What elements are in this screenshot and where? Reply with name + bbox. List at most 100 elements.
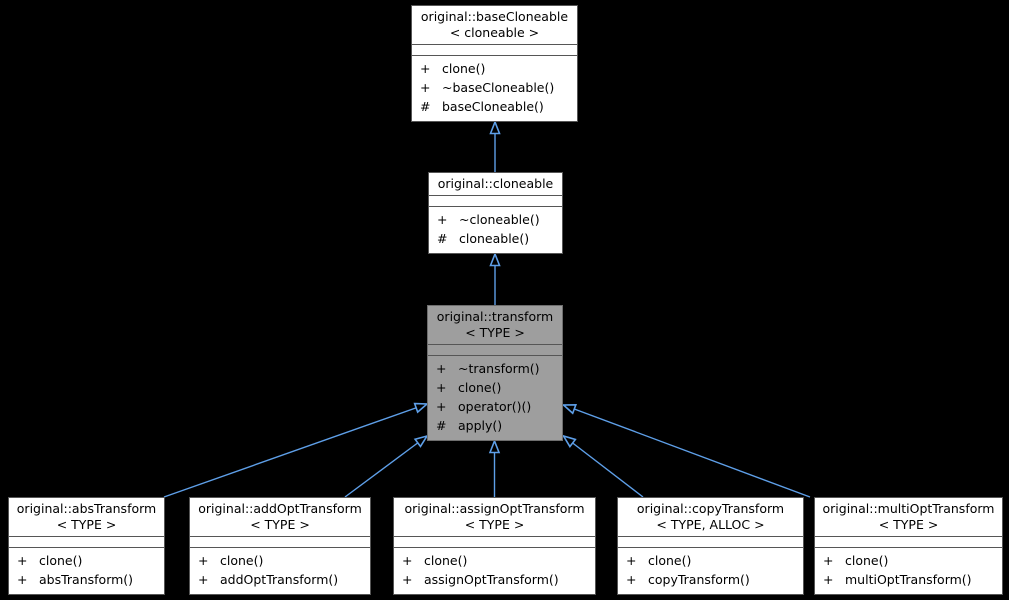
members-compartment: + clone() + copyTransform() [618, 548, 803, 594]
edge-multiOptTransform-to-transform [564, 405, 811, 498]
members-compartment: + ~cloneable() #cloneable() [429, 207, 562, 253]
members-compartment: + clone() + ~baseCloneable() # baseCloneabl… [412, 56, 577, 121]
class-template-params: < cloneable > [449, 25, 540, 40]
member-label: multiOptTransform() [845, 572, 972, 587]
class-box-cloneable[interactable]: original::cloneable + ~cloneable() #clone… [428, 172, 563, 254]
access-modifier: # [420, 99, 431, 114]
member-label: copyTransform() [648, 572, 750, 587]
member-row: +addOptTransform() [198, 570, 362, 589]
member-row: +clone() [402, 551, 587, 570]
class-box-transform[interactable]: original::transform < TYPE > + ~transform… [427, 305, 563, 441]
access-modifier: + [626, 553, 637, 568]
member-label: ~transform() [458, 361, 540, 376]
member-label: apply() [458, 418, 503, 433]
class-title: original::transform < TYPE > [428, 306, 562, 344]
class-title: original::addOptTransform < TYPE > [190, 498, 370, 536]
access-modifier: # [437, 231, 448, 246]
class-template-params: < TYPE > [464, 517, 525, 532]
access-modifier: # [436, 418, 447, 433]
access-modifier: + [626, 572, 637, 587]
class-box-multiOptTransform[interactable]: original::multiOptTransform < TYPE > + cl… [814, 497, 1003, 595]
member-label: ~cloneable() [459, 212, 540, 227]
access-modifier: + [436, 399, 447, 414]
member-label: clone() [220, 553, 264, 568]
member-label: baseCloneable() [442, 99, 544, 114]
class-name: original::multiOptTransform [822, 501, 995, 516]
member-row: + ~baseCloneable() [420, 78, 569, 97]
member-row: + copyTransform() [626, 570, 795, 589]
member-label: assignOptTransform() [424, 572, 559, 587]
member-row: + ~transform() [436, 359, 554, 378]
class-title: original::copyTransform < TYPE, ALLOC > [618, 498, 803, 536]
access-modifier: + [420, 80, 431, 95]
class-name: original::transform [436, 309, 554, 324]
class-box-baseCloneable[interactable]: original::baseCloneable < cloneable > + c… [411, 5, 578, 122]
class-title: original::multiOptTransform < TYPE > [815, 498, 1002, 536]
class-box-addOptTransform[interactable]: original::addOptTransform < TYPE > + clon… [189, 497, 371, 595]
access-modifier: + [402, 572, 413, 587]
attributes-compartment-empty [815, 536, 1002, 548]
class-template-params: < TYPE > [465, 325, 525, 340]
class-title: original::absTransform < TYPE > [9, 498, 164, 536]
member-row: # apply() [436, 416, 554, 435]
member-row: # baseCloneable() [420, 97, 569, 116]
attributes-compartment-empty [9, 536, 164, 548]
member-row: + clone() [823, 551, 994, 570]
class-name: original::copyTransform [636, 501, 785, 516]
attributes-compartment-empty [429, 195, 562, 207]
class-name: original::baseCloneable [420, 9, 569, 24]
member-label: clone() [648, 553, 692, 568]
member-row: + clone() [626, 551, 795, 570]
member-row: #cloneable() [437, 229, 554, 248]
member-row: + clone() [17, 551, 156, 570]
class-title: original::assignOptTransform < TYPE > [394, 498, 595, 536]
attributes-compartment-empty [190, 536, 370, 548]
member-row: + assignOptTransform() [402, 570, 587, 589]
attributes-compartment-empty [618, 536, 803, 548]
access-modifier: + [402, 553, 413, 568]
members-compartment: + clone() + multiOptTransform() [815, 548, 1002, 594]
attributes-compartment-empty [394, 536, 595, 548]
member-row: + clone() [198, 551, 362, 570]
member-row: + multiOptTransform() [823, 570, 994, 589]
class-name: original::assignOptTransform [404, 501, 585, 516]
class-box-absTransform[interactable]: original::absTransform < TYPE > + clone()… [8, 497, 165, 595]
access-modifier: + [17, 572, 28, 587]
member-row: + clone() [420, 59, 569, 78]
class-box-copyTransform[interactable]: original::copyTransform < TYPE, ALLOC > … [617, 497, 804, 595]
attributes-compartment-empty [412, 44, 577, 56]
members-compartment: + clone() +addOptTransform() [190, 548, 370, 594]
edge-absTransform-to-transform [163, 404, 427, 498]
access-modifier: + [198, 572, 209, 587]
class-title: original::cloneable [429, 173, 562, 195]
member-label: operator()() [458, 399, 532, 414]
member-row: + absTransform() [17, 570, 156, 589]
access-modifier: + [436, 380, 447, 395]
access-modifier: + [198, 553, 209, 568]
class-name: original::cloneable [437, 176, 554, 191]
class-box-assignOptTransform[interactable]: original::assignOptTransform < TYPE > +c… [393, 497, 596, 595]
class-title: original::baseCloneable < cloneable > [412, 6, 577, 44]
member-row: + clone() [436, 378, 554, 397]
member-label: clone() [39, 553, 83, 568]
member-label: clone() [442, 61, 486, 76]
access-modifier: + [823, 572, 834, 587]
attributes-compartment-empty [428, 344, 562, 356]
access-modifier: + [17, 553, 28, 568]
access-modifier: + [436, 361, 447, 376]
edge-copyTransform-to-transform [564, 436, 644, 498]
edge-addOptTransform-to-transform [344, 436, 427, 498]
members-compartment: + ~transform() + clone() + operator()() # ap… [428, 356, 562, 440]
member-label: ~baseCloneable() [442, 80, 555, 95]
members-compartment: + clone() + absTransform() [9, 548, 164, 594]
member-label: clone() [458, 380, 502, 395]
class-template-params: < TYPE > [56, 517, 117, 532]
class-template-params: < TYPE > [878, 517, 939, 532]
class-template-params: < TYPE > [250, 517, 310, 532]
access-modifier: + [437, 212, 448, 227]
access-modifier: + [420, 61, 431, 76]
member-label: clone() [845, 553, 889, 568]
access-modifier: + [823, 553, 834, 568]
member-label: absTransform() [39, 572, 134, 587]
